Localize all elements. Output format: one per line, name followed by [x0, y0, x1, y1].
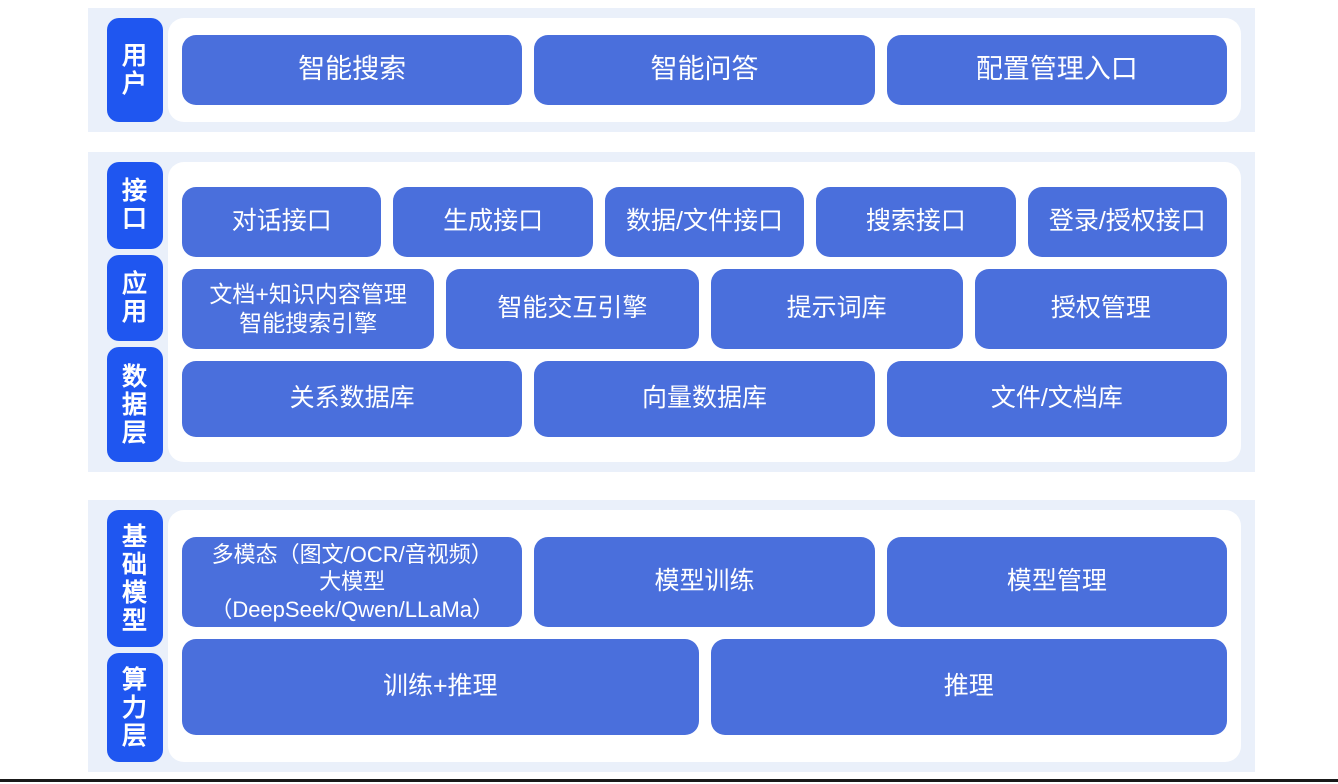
card-vector-database[interactable]: 向量数据库	[534, 361, 875, 437]
section-user: 用户 智能搜索 智能问答 配置管理入口	[88, 8, 1255, 132]
card-smart-qa[interactable]: 智能问答	[534, 35, 875, 105]
card-dialog-api[interactable]: 对话接口	[182, 187, 382, 257]
layer-label-foundation-model-text: 基础模型	[121, 522, 148, 635]
data-row: 关系数据库 向量数据库 文件/文档库	[182, 361, 1227, 437]
application-row: 文档+知识内容管理 智能搜索引擎 智能交互引擎 提示词库 授权管理	[182, 269, 1227, 349]
section-bottom: 基础模型 算力层 多模态（图文/OCR/音视频） 大模型（DeepSeek/Qw…	[88, 500, 1255, 772]
layer-label-compute: 算力层	[107, 653, 163, 762]
section-bottom-rails: 基础模型 算力层	[88, 500, 163, 772]
layer-label-interface-text: 接口	[121, 177, 148, 234]
section-middle-rails: 接口 应用 数据层	[88, 152, 163, 472]
card-smart-search[interactable]: 智能搜索	[182, 35, 523, 105]
card-prompt-library[interactable]: 提示词库	[710, 269, 963, 349]
card-smart-interaction-engine[interactable]: 智能交互引擎	[446, 269, 699, 349]
user-row: 智能搜索 智能问答 配置管理入口	[182, 35, 1227, 105]
bottom-rule	[0, 779, 1338, 782]
card-document-knowledge-management[interactable]: 文档+知识内容管理 智能搜索引擎	[182, 269, 435, 349]
layer-label-data: 数据层	[107, 347, 163, 463]
card-search-api[interactable]: 搜索接口	[816, 187, 1016, 257]
card-training-inference[interactable]: 训练+推理	[182, 639, 699, 735]
model-row: 多模态（图文/OCR/音视频） 大模型（DeepSeek/Qwen/LLaMa）…	[182, 537, 1227, 627]
layer-label-user: 用户	[107, 18, 163, 122]
section-user-panel: 智能搜索 智能问答 配置管理入口	[168, 18, 1241, 122]
card-model-training[interactable]: 模型训练	[534, 537, 875, 627]
card-login-auth-api[interactable]: 登录/授权接口	[1027, 187, 1228, 257]
card-authorization-management[interactable]: 授权管理	[974, 269, 1227, 349]
card-relational-database[interactable]: 关系数据库	[182, 361, 523, 437]
card-generation-api[interactable]: 生成接口	[393, 187, 593, 257]
layer-label-application: 应用	[107, 254, 163, 342]
layer-label-data-text: 数据层	[121, 362, 148, 447]
card-inference[interactable]: 推理	[710, 639, 1227, 735]
layer-label-foundation-model: 基础模型	[107, 510, 163, 647]
layer-label-interface: 接口	[107, 162, 163, 249]
layer-label-application-text: 应用	[121, 270, 148, 326]
compute-row: 训练+推理 推理	[182, 639, 1227, 735]
interface-row: 对话接口 生成接口 数据/文件接口 搜索接口 登录/授权接口	[182, 187, 1228, 257]
section-bottom-panel: 多模态（图文/OCR/音视频） 大模型（DeepSeek/Qwen/LLaMa）…	[168, 510, 1241, 762]
card-config-management-entry[interactable]: 配置管理入口	[886, 35, 1227, 105]
layer-label-compute-text: 算力层	[121, 665, 148, 750]
card-data-file-api[interactable]: 数据/文件接口	[604, 187, 805, 257]
layer-label-user-text: 用户	[121, 42, 148, 98]
section-middle: 接口 应用 数据层 对话接口 生成接口 数据/文件接口 搜索接口 登录/授权接口…	[88, 152, 1255, 472]
card-file-document-store[interactable]: 文件/文档库	[886, 361, 1227, 437]
section-middle-panel: 对话接口 生成接口 数据/文件接口 搜索接口 登录/授权接口 文档+知识内容管理…	[168, 162, 1241, 462]
section-user-rails: 用户	[88, 8, 163, 132]
card-model-management[interactable]: 模型管理	[886, 537, 1227, 627]
card-multimodal-large-model[interactable]: 多模态（图文/OCR/音视频） 大模型（DeepSeek/Qwen/LLaMa）	[182, 537, 523, 627]
